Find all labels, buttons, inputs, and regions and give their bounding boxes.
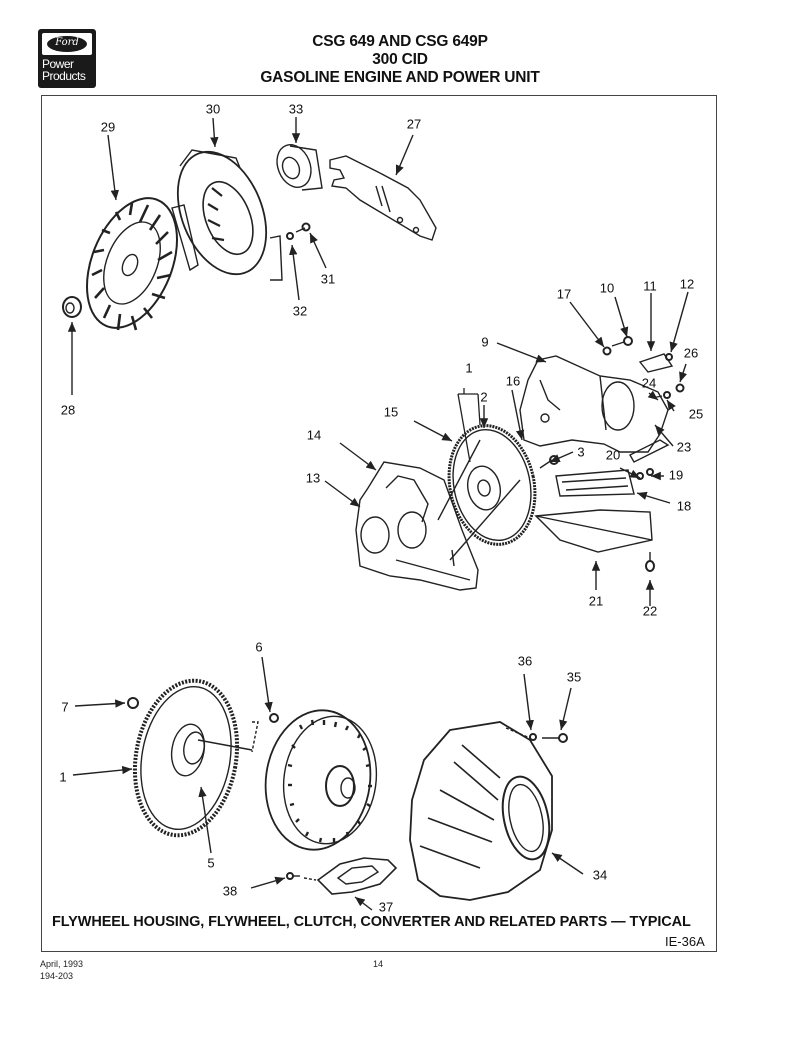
footer-page-number: 14 <box>373 959 384 969</box>
callout-18: 18 <box>676 498 692 514</box>
logo-line-1: Power <box>42 57 74 71</box>
callout-38: 38 <box>222 883 238 899</box>
clutch-disc <box>86 197 178 331</box>
callout-7: 7 <box>61 699 69 715</box>
pilot-bearing <box>62 296 82 318</box>
callout-3: 3 <box>577 444 585 460</box>
document-title-model: CSG 649 AND CSG 649P <box>312 33 488 50</box>
footer-doc-number: 194-203 <box>40 971 74 981</box>
callout-16: 16 <box>505 373 521 389</box>
callout-28: 28 <box>60 402 76 418</box>
pressure-plate <box>171 149 283 281</box>
callout-21: 21 <box>588 593 604 609</box>
footer-date: April, 1993 <box>40 959 84 969</box>
callout-35: 35 <box>566 669 582 685</box>
callout-17: 17 <box>556 286 572 302</box>
callout-19: 19 <box>668 467 684 483</box>
engine-rear-plate <box>355 461 479 591</box>
callout-26: 26 <box>683 345 699 361</box>
callout-33: 33 <box>288 101 304 117</box>
callout-9: 9 <box>481 334 489 350</box>
callout-32: 32 <box>292 303 308 319</box>
inspection-cover-hardware <box>534 455 655 572</box>
callout-30: 30 <box>205 101 221 117</box>
callout-36: 36 <box>517 653 533 669</box>
figure-id: IE-36A <box>665 934 705 949</box>
callout-25: 25 <box>688 406 704 422</box>
callout-20: 20 <box>605 447 621 463</box>
callout-1-upper: 1 <box>465 360 473 376</box>
callout-13: 13 <box>305 470 321 486</box>
torque-converter <box>264 709 378 851</box>
ford-oval-badge: Ford <box>42 33 92 55</box>
callout-27: 27 <box>406 116 422 132</box>
document-title-description: GASOLINE ENGINE AND POWER UNIT <box>260 69 540 86</box>
logo-line-2: Products <box>42 69 86 83</box>
converter-housing <box>409 721 568 901</box>
flexplate-flywheel <box>437 424 537 561</box>
converter-housing-gasket <box>286 857 398 895</box>
callout-23: 23 <box>676 439 692 455</box>
document-title-displacement: 300 CID <box>372 51 428 68</box>
release-bearing <box>276 144 323 191</box>
callout-11: 11 <box>643 278 657 294</box>
flywheel <box>127 678 279 838</box>
callout-5: 5 <box>207 855 215 871</box>
callout-6: 6 <box>255 639 263 655</box>
clutch-bolt-and-washer <box>286 222 311 240</box>
figure-caption: FLYWHEEL HOUSING, FLYWHEEL, CLUTCH, CONV… <box>52 914 691 930</box>
callout-10: 10 <box>599 280 615 296</box>
ford-brand-text: Ford <box>55 37 79 48</box>
callout-12: 12 <box>679 276 695 292</box>
callout-15: 15 <box>383 404 399 420</box>
ford-power-products-logo: Ford Power Products <box>38 29 96 88</box>
release-fork <box>329 155 437 241</box>
small-hardware-upper-right <box>602 336 685 399</box>
callout-leader-lines <box>67 117 689 911</box>
callout-31: 31 <box>320 271 336 287</box>
callout-2: 2 <box>480 389 488 405</box>
callout-14: 14 <box>306 427 322 443</box>
callout-29: 29 <box>100 119 116 135</box>
callout-34: 34 <box>592 867 608 883</box>
callout-1-lower: 1 <box>59 769 67 785</box>
flywheel-housing-adapter <box>519 355 670 463</box>
callout-22: 22 <box>642 603 658 619</box>
callout-24: 24 <box>641 375 657 391</box>
callout-37: 37 <box>378 899 394 915</box>
figure-frame <box>41 95 717 952</box>
